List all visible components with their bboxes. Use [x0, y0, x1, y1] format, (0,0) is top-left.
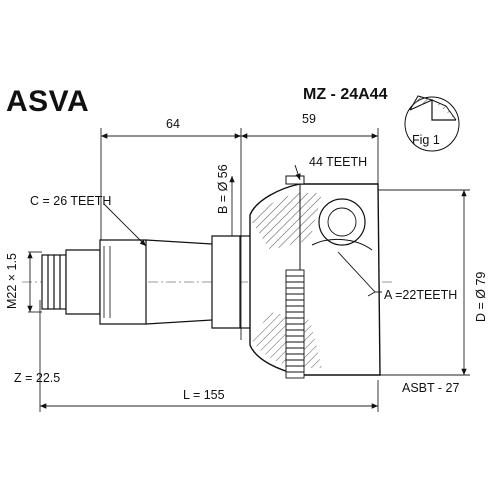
d-diameter-label: D = Ø 79: [474, 271, 488, 322]
spline-marks: [103, 246, 111, 318]
total-length-label: L = 155: [183, 388, 225, 402]
c-teeth-label: C = 26 TEETH: [30, 194, 112, 208]
stub-shaft: [41, 235, 250, 329]
length-dimension: [39, 300, 379, 412]
d-dimension: [378, 189, 470, 376]
brand-title: ASVA: [6, 85, 90, 118]
top-dimension-lines: [100, 128, 379, 340]
a-teeth-label: A =22TEETH: [384, 288, 458, 302]
outer-housing: [249, 175, 381, 376]
fig-1-detail: [404, 95, 460, 152]
abs-ring: [285, 269, 305, 379]
ref-code-label: ASBT - 27: [402, 381, 460, 395]
z-value-label: Z = 22.5: [14, 371, 61, 385]
b-diameter-label: B = Ø 56: [216, 164, 230, 214]
shaft-length-label: 64: [166, 117, 180, 131]
part-number: MZ - 24A44: [303, 86, 388, 103]
housing-length-label: 59: [302, 112, 316, 126]
thread-dimension: [27, 251, 42, 313]
thread-label: M22 × 1.5: [5, 253, 19, 309]
fig-1-label: Fig 1: [412, 133, 440, 147]
leader-lines: [103, 164, 382, 297]
outer-teeth-label: 44 TEETH: [309, 155, 368, 169]
